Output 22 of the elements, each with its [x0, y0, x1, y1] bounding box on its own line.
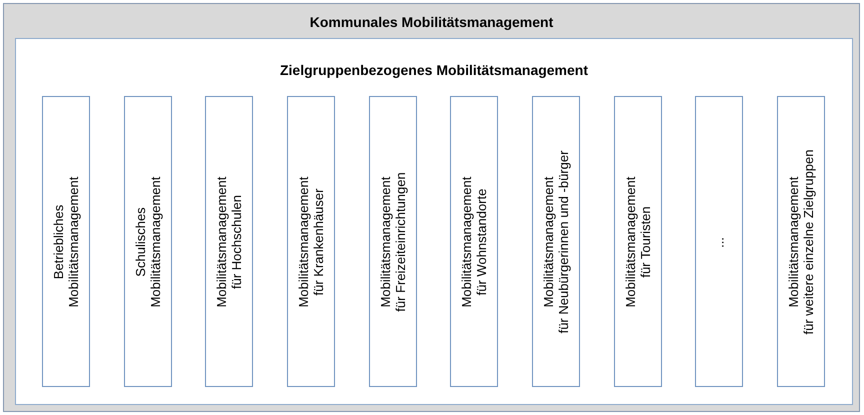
- target-group-label: Mobilitätsmanagement für Wohnstandorte: [459, 175, 489, 309]
- target-group-label: Mobilitätsmanagement für Touristen: [623, 175, 653, 309]
- target-group-box: [777, 96, 825, 387]
- panel-heading: Kommunales Mobilitätsmanagement: [308, 14, 554, 30]
- target-group-label: ...: [712, 236, 726, 250]
- target-group-label: Mobilitätsmanagement für Hochschulen: [214, 175, 244, 309]
- panel-heading: Zielgruppenbezogenes Mobilitätsmanagement: [278, 62, 590, 78]
- target-group-box: [369, 96, 417, 387]
- target-group-box: [695, 96, 743, 387]
- target-group-label: Schulisches Mobilitätsmanagement: [133, 175, 163, 309]
- target-group-box: [532, 96, 580, 387]
- target-group-box: [124, 96, 172, 387]
- target-group-box: [614, 96, 662, 387]
- target-group-label: Betriebliches Mobilitätsmanagement: [51, 175, 81, 309]
- target-group-box: [287, 96, 335, 387]
- target-group-label: Mobilitätsmanagement für Freizeiteinrichtungen: [378, 170, 408, 314]
- target-group-box: [450, 96, 498, 387]
- target-group-label: Mobilitätsmanagement für Krankenhäuser: [296, 175, 326, 309]
- target-group-box: [42, 96, 90, 387]
- target-group-label: Mobilitätsmanagement für Neubürgerinnen und -bürger: [541, 149, 571, 336]
- target-group-box: [205, 96, 253, 387]
- target-group-label: Mobilitätsmanagement für weitere einzelne Zielgruppen: [786, 148, 816, 336]
